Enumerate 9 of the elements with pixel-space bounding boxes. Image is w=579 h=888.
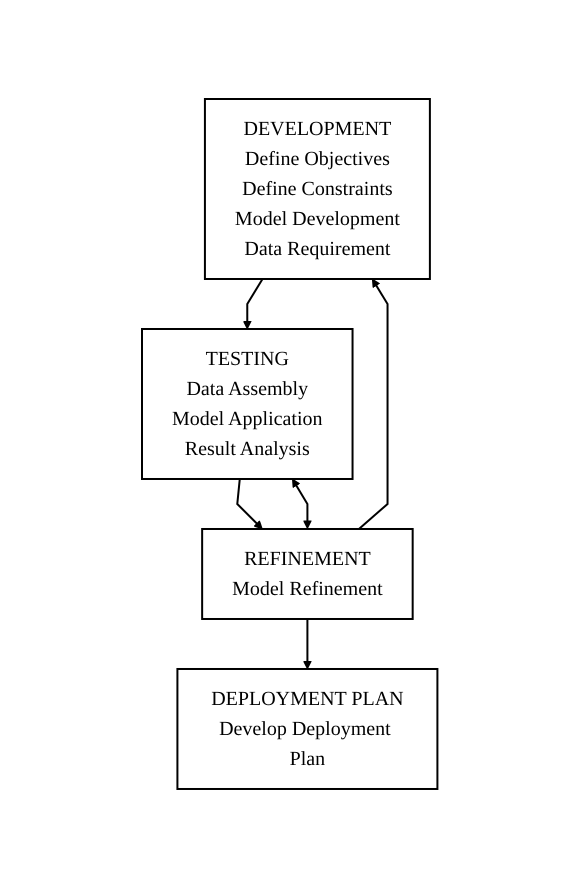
node-box: DEVELOPMENT Define Objectives Define Constraints Model Development Data Requirement — [204, 98, 431, 280]
node-box: REFINEMENT Model Refinement — [200, 528, 414, 620]
arrow — [292, 478, 312, 529]
arrow — [236, 478, 263, 530]
node-box: TESTING Data Assembly Model Application Result Analysis — [140, 328, 354, 480]
node-box: DEPLOYMENT PLAN Develop Deployment Plan — [176, 668, 438, 790]
arrow — [302, 619, 312, 670]
arrow — [242, 278, 264, 330]
arrow — [358, 278, 388, 530]
